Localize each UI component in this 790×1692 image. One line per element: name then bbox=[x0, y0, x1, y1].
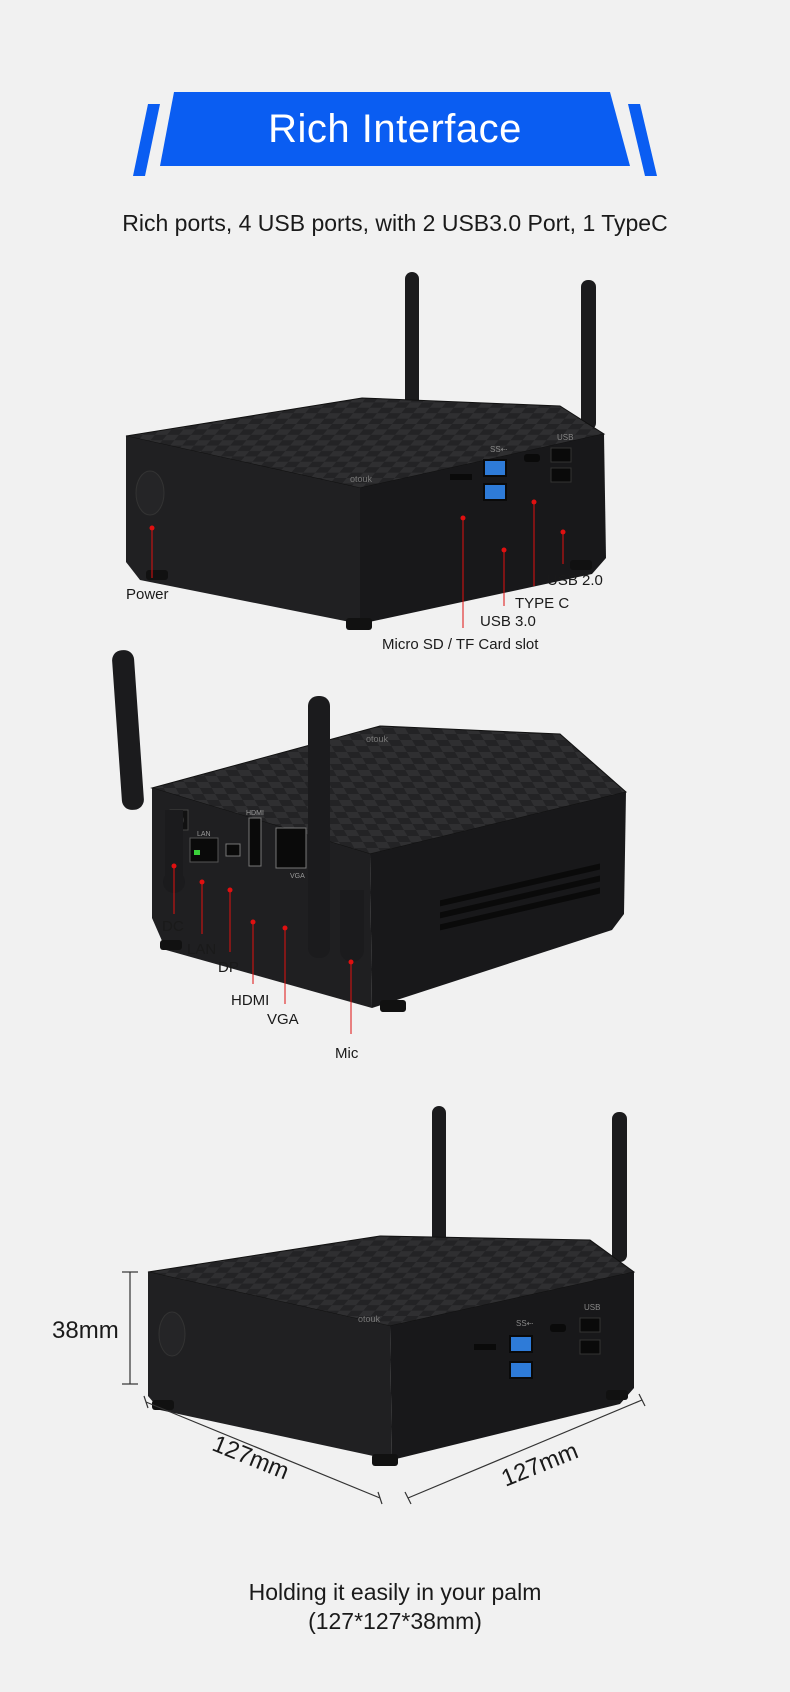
width-left-dimension: 127mm bbox=[208, 1430, 292, 1485]
typec-port bbox=[524, 454, 540, 462]
footer-line-1: Holding it easily in your palm bbox=[248, 1579, 542, 1605]
dp-port bbox=[225, 843, 241, 857]
dc-label: DC bbox=[162, 918, 184, 935]
usb3-label: USB 3.0 bbox=[480, 613, 536, 630]
lan-label: LAN bbox=[187, 941, 216, 958]
brand-mark-dim: otouk bbox=[358, 1314, 381, 1324]
microsd-label: Micro SD / TF Card slot bbox=[382, 636, 539, 652]
usb3-port-top bbox=[483, 459, 507, 477]
microsd-slot bbox=[450, 474, 472, 480]
power-button-icon bbox=[135, 470, 165, 516]
ss-mark: SS⇠ bbox=[490, 445, 508, 454]
usb2-label: USB 2.0 bbox=[547, 572, 603, 589]
antenna-right bbox=[581, 280, 596, 430]
usb2-port-top bbox=[550, 447, 572, 463]
dimension-lines bbox=[122, 1271, 646, 1505]
title-banner: Rich Interface bbox=[0, 0, 790, 200]
front-view-illustration: otouk SS⇠ USB Power USB bbox=[125, 272, 606, 653]
usb2-port-bottom bbox=[550, 467, 572, 483]
usb3-port-bottom bbox=[483, 483, 507, 501]
brand-mark-rear: otouk bbox=[366, 734, 389, 744]
mic-label: Mic bbox=[335, 1045, 359, 1062]
antenna-left bbox=[405, 272, 419, 422]
antenna-right bbox=[612, 1112, 627, 1262]
antenna-left bbox=[432, 1106, 446, 1256]
dimension-illustration: otouk SS⇠ USB 38mm 127mm 127mm bbox=[52, 1106, 646, 1505]
ss-mark-dim: SS⇠ bbox=[516, 1319, 534, 1328]
dp-label: DP bbox=[218, 959, 239, 976]
dimension-figure: otouk SS⇠ USB 38mm 127mm 127mm bbox=[0, 1100, 790, 1520]
antenna-left bbox=[112, 650, 185, 893]
rear-view-figure: LAN HDMI VGA otouk bbox=[0, 650, 790, 1070]
width-right-dimension: 127mm bbox=[498, 1437, 582, 1492]
page-subtitle: Rich ports, 4 USB ports, with 2 USB3.0 P… bbox=[122, 210, 668, 236]
rear-view-illustration: LAN HDMI VGA otouk bbox=[112, 650, 628, 1062]
footer-caption: Holding it easily in your palm (127*127*… bbox=[0, 1578, 790, 1636]
height-dimension: 38mm bbox=[52, 1317, 119, 1344]
banner-shape bbox=[133, 92, 657, 176]
vga-port bbox=[275, 827, 307, 869]
hdmi-label: HDMI bbox=[231, 992, 269, 1009]
hdmi-mark: HDMI bbox=[246, 810, 264, 817]
hdmi-port bbox=[248, 817, 262, 867]
vga-mark: VGA bbox=[290, 873, 305, 880]
usb-mark: USB bbox=[557, 433, 573, 442]
front-view-figure: otouk SS⇠ USB Power USB bbox=[0, 262, 790, 653]
lan-mark: LAN bbox=[197, 831, 211, 838]
side-vents bbox=[440, 863, 600, 931]
power-label: Power bbox=[126, 586, 169, 603]
usb-mark-dim: USB bbox=[584, 1303, 600, 1312]
brand-mark: otouk bbox=[350, 474, 373, 484]
antenna-right bbox=[308, 696, 364, 962]
power-button-icon bbox=[158, 1311, 186, 1357]
footer-line-2: (127*127*38mm) bbox=[308, 1608, 482, 1634]
page-title: Rich Interface bbox=[268, 106, 522, 151]
typec-label: TYPE C bbox=[515, 595, 569, 612]
vga-label: VGA bbox=[267, 1011, 299, 1028]
